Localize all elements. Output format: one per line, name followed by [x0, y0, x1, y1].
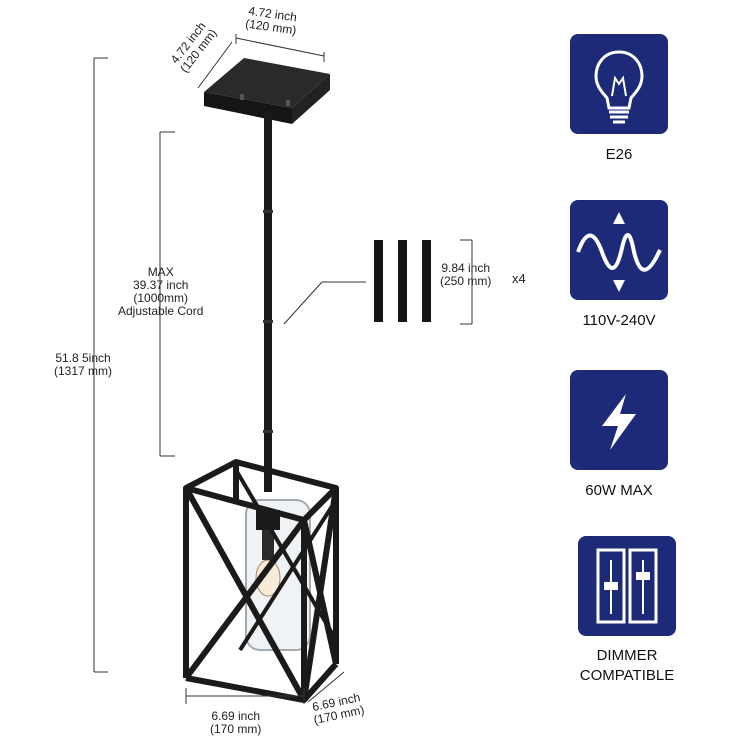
- bulb-badge: [570, 34, 668, 134]
- lightning-icon: [602, 394, 636, 450]
- cord-dimension-bracket: [159, 131, 175, 457]
- rod-pointer-line: [283, 281, 323, 325]
- spare-rods: [374, 240, 431, 322]
- total-height-label: 51.8 5inch (1317 mm): [54, 351, 113, 378]
- cord-length-label: MAX 39.37 inch (1000mm) Adjustable Cord: [118, 265, 204, 318]
- voltage-badge: [570, 200, 668, 300]
- dimmer-badge: [578, 536, 676, 636]
- rod-quantity-label: x4: [512, 271, 526, 286]
- shade-depth-dimension: [307, 671, 345, 703]
- wattage-badge: [570, 370, 668, 470]
- bulb-icon: [594, 50, 644, 124]
- wattage-label: 60W MAX: [585, 482, 653, 499]
- shade-width-label: 6.69 inch (170 mm): [210, 709, 262, 736]
- total-height-dimension-bracket: [93, 57, 108, 673]
- dimmer-switch-icon: [596, 548, 658, 624]
- bulb-base-label: E26: [605, 146, 633, 163]
- rod-dimension-bracket: [460, 239, 473, 325]
- shade-width-dimension: [185, 688, 305, 704]
- suspension-rod: [263, 112, 273, 492]
- dimmer-label: DIMMER COMPATIBLE: [579, 647, 675, 684]
- cage-shade: [183, 459, 339, 703]
- voltage-wave-icon: [576, 212, 662, 292]
- canopy-dimension-lines: [197, 34, 325, 89]
- rod-length-label: 9.84 inch (250 mm): [440, 261, 492, 288]
- voltage-label: 110V-240V: [582, 312, 656, 329]
